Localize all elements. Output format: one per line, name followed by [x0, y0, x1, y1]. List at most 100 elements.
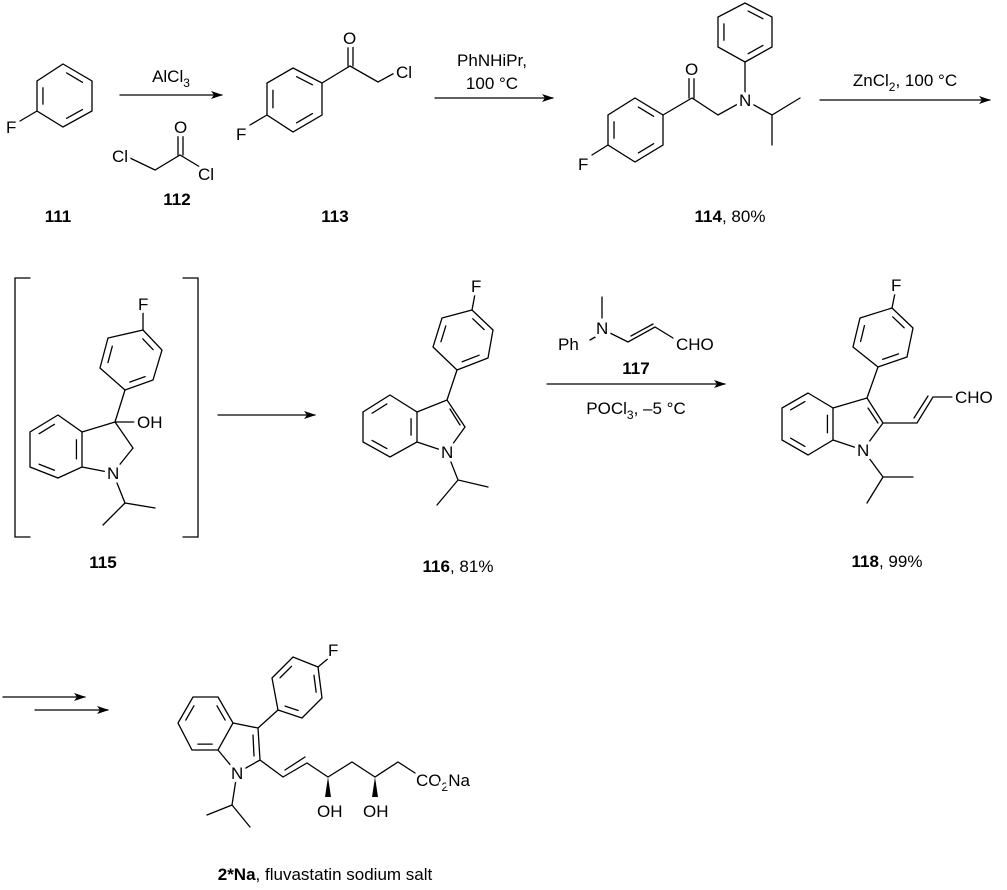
- double-bond: [747, 44, 764, 55]
- atom-Cl: Cl: [198, 165, 214, 184]
- double-bond: [65, 108, 84, 119]
- compound-117: N Ph CHO 117: [555, 296, 717, 378]
- compound-label-112: 112: [163, 190, 190, 209]
- ring-116-benzo: [362, 394, 418, 458]
- group-CO2Na: CO2Na: [416, 771, 470, 794]
- double-bond: [790, 437, 806, 448]
- double-bond: [461, 354, 480, 363]
- compound-111: F 111: [3, 110, 72, 226]
- compound-label-2na: 2*Na, fluvastatin sodium salt: [218, 865, 433, 884]
- reaction-temperature: 100 °C: [466, 74, 518, 93]
- bond: [321, 65, 401, 84]
- double-bond: [279, 665, 293, 679]
- bond: [589, 296, 674, 343]
- double-bond: [440, 325, 447, 343]
- double-bond: [295, 112, 314, 124]
- compound-115: OH N F 115: [14, 277, 199, 572]
- reagent-zncl2: ZnCl2, 100 °C: [853, 71, 957, 94]
- compound-label-115: 115: [89, 553, 116, 572]
- double-bond: [216, 705, 226, 721]
- bond: [81, 312, 156, 526]
- double-bond: [38, 423, 56, 435]
- bond: [832, 292, 954, 504]
- atom-N: N: [596, 319, 608, 338]
- compound-fluvastatin-sodium: N F OH OH CO2Na 2*Na, fluvastatin sodium…: [206, 638, 474, 884]
- double-bond: [747, 10, 764, 20]
- compound-label-118: 118, 99%: [852, 552, 923, 571]
- compound-label-116: 116, 81%: [423, 557, 494, 576]
- double-bond: [295, 75, 314, 86]
- atom-N: N: [857, 441, 869, 460]
- atom-CHO: CHO: [955, 388, 993, 407]
- atom-O: O: [343, 29, 356, 48]
- bond: [416, 293, 489, 506]
- atom-CHO: CHO: [676, 335, 714, 354]
- double-bond: [637, 143, 655, 154]
- double-bond: [637, 106, 655, 117]
- bracket-left: [14, 277, 31, 538]
- ring-114-fluorophenyl: [607, 97, 664, 163]
- ring-2na-benzo: [177, 696, 234, 751]
- bond: [19, 110, 38, 122]
- bond: [662, 61, 801, 146]
- compound-114: O N F 114, 80%: [575, 57, 801, 226]
- double-bond: [129, 375, 146, 383]
- atom-Cl: Cl: [112, 147, 128, 166]
- bond: [129, 154, 201, 171]
- ring-115-benzo: [29, 414, 83, 479]
- double-bond: [892, 316, 905, 329]
- atom-OH: OH: [317, 802, 343, 821]
- double-bond: [790, 400, 806, 411]
- atom-N: N: [231, 764, 243, 783]
- atom-N: N: [441, 443, 453, 462]
- double-bond: [371, 439, 388, 450]
- atom-O: O: [685, 60, 698, 79]
- compound-116: N F 116, 81%: [416, 274, 494, 576]
- compound-label-117: 117: [622, 359, 649, 378]
- ring-114-phenyl: [717, 2, 773, 63]
- atom-O: O: [174, 118, 187, 137]
- atom-F: F: [138, 295, 148, 314]
- double-bond: [371, 403, 388, 414]
- double-bond: [882, 353, 900, 360]
- ring-118-benzo: [781, 392, 834, 456]
- compound-112: Cl O Cl 112: [109, 115, 218, 210]
- reagent-phnhipr: PhNHiPr,: [457, 51, 527, 70]
- atom-OH: OH: [137, 413, 163, 432]
- compound-label-114: 114, 80%: [695, 207, 766, 226]
- double-bond: [472, 318, 485, 331]
- atom-N: N: [739, 91, 751, 110]
- compound-118: N F CHO 118, 99%: [832, 273, 996, 571]
- atom-F: F: [891, 276, 901, 295]
- double-bond: [107, 345, 113, 364]
- double-bond: [38, 463, 56, 471]
- compound-113: O Cl F 113: [233, 26, 416, 227]
- double-bond: [65, 72, 84, 83]
- double-bond: [313, 674, 317, 693]
- atom-N: N: [107, 464, 119, 483]
- double-bond: [185, 705, 195, 721]
- ring-113: [266, 67, 323, 133]
- reagent-pocl3: POCl3, –5 °C: [586, 399, 685, 422]
- atom-F: F: [236, 125, 246, 144]
- atom-Cl: Cl: [396, 63, 412, 82]
- compound-label-111: 111: [45, 207, 72, 226]
- atom-F: F: [578, 155, 588, 174]
- double-bond: [859, 325, 866, 343]
- atom-F: F: [6, 118, 16, 137]
- ring-111: [36, 63, 93, 128]
- compound-label-113: 113: [321, 207, 348, 226]
- atom-F: F: [471, 277, 481, 296]
- double-bond: [284, 705, 299, 712]
- bracket-right: [182, 277, 199, 538]
- aromatic-rings: [29, 2, 914, 751]
- atom-F: F: [328, 641, 338, 660]
- wedge-bond: [325, 777, 331, 797]
- reagent-alcl3: AlCl3: [152, 67, 190, 90]
- bond: [206, 656, 416, 828]
- double-bond: [142, 338, 154, 351]
- ring-2na-aryl: [271, 656, 323, 719]
- atom-Ph: Ph: [558, 335, 579, 354]
- atom-OH: OH: [363, 802, 389, 821]
